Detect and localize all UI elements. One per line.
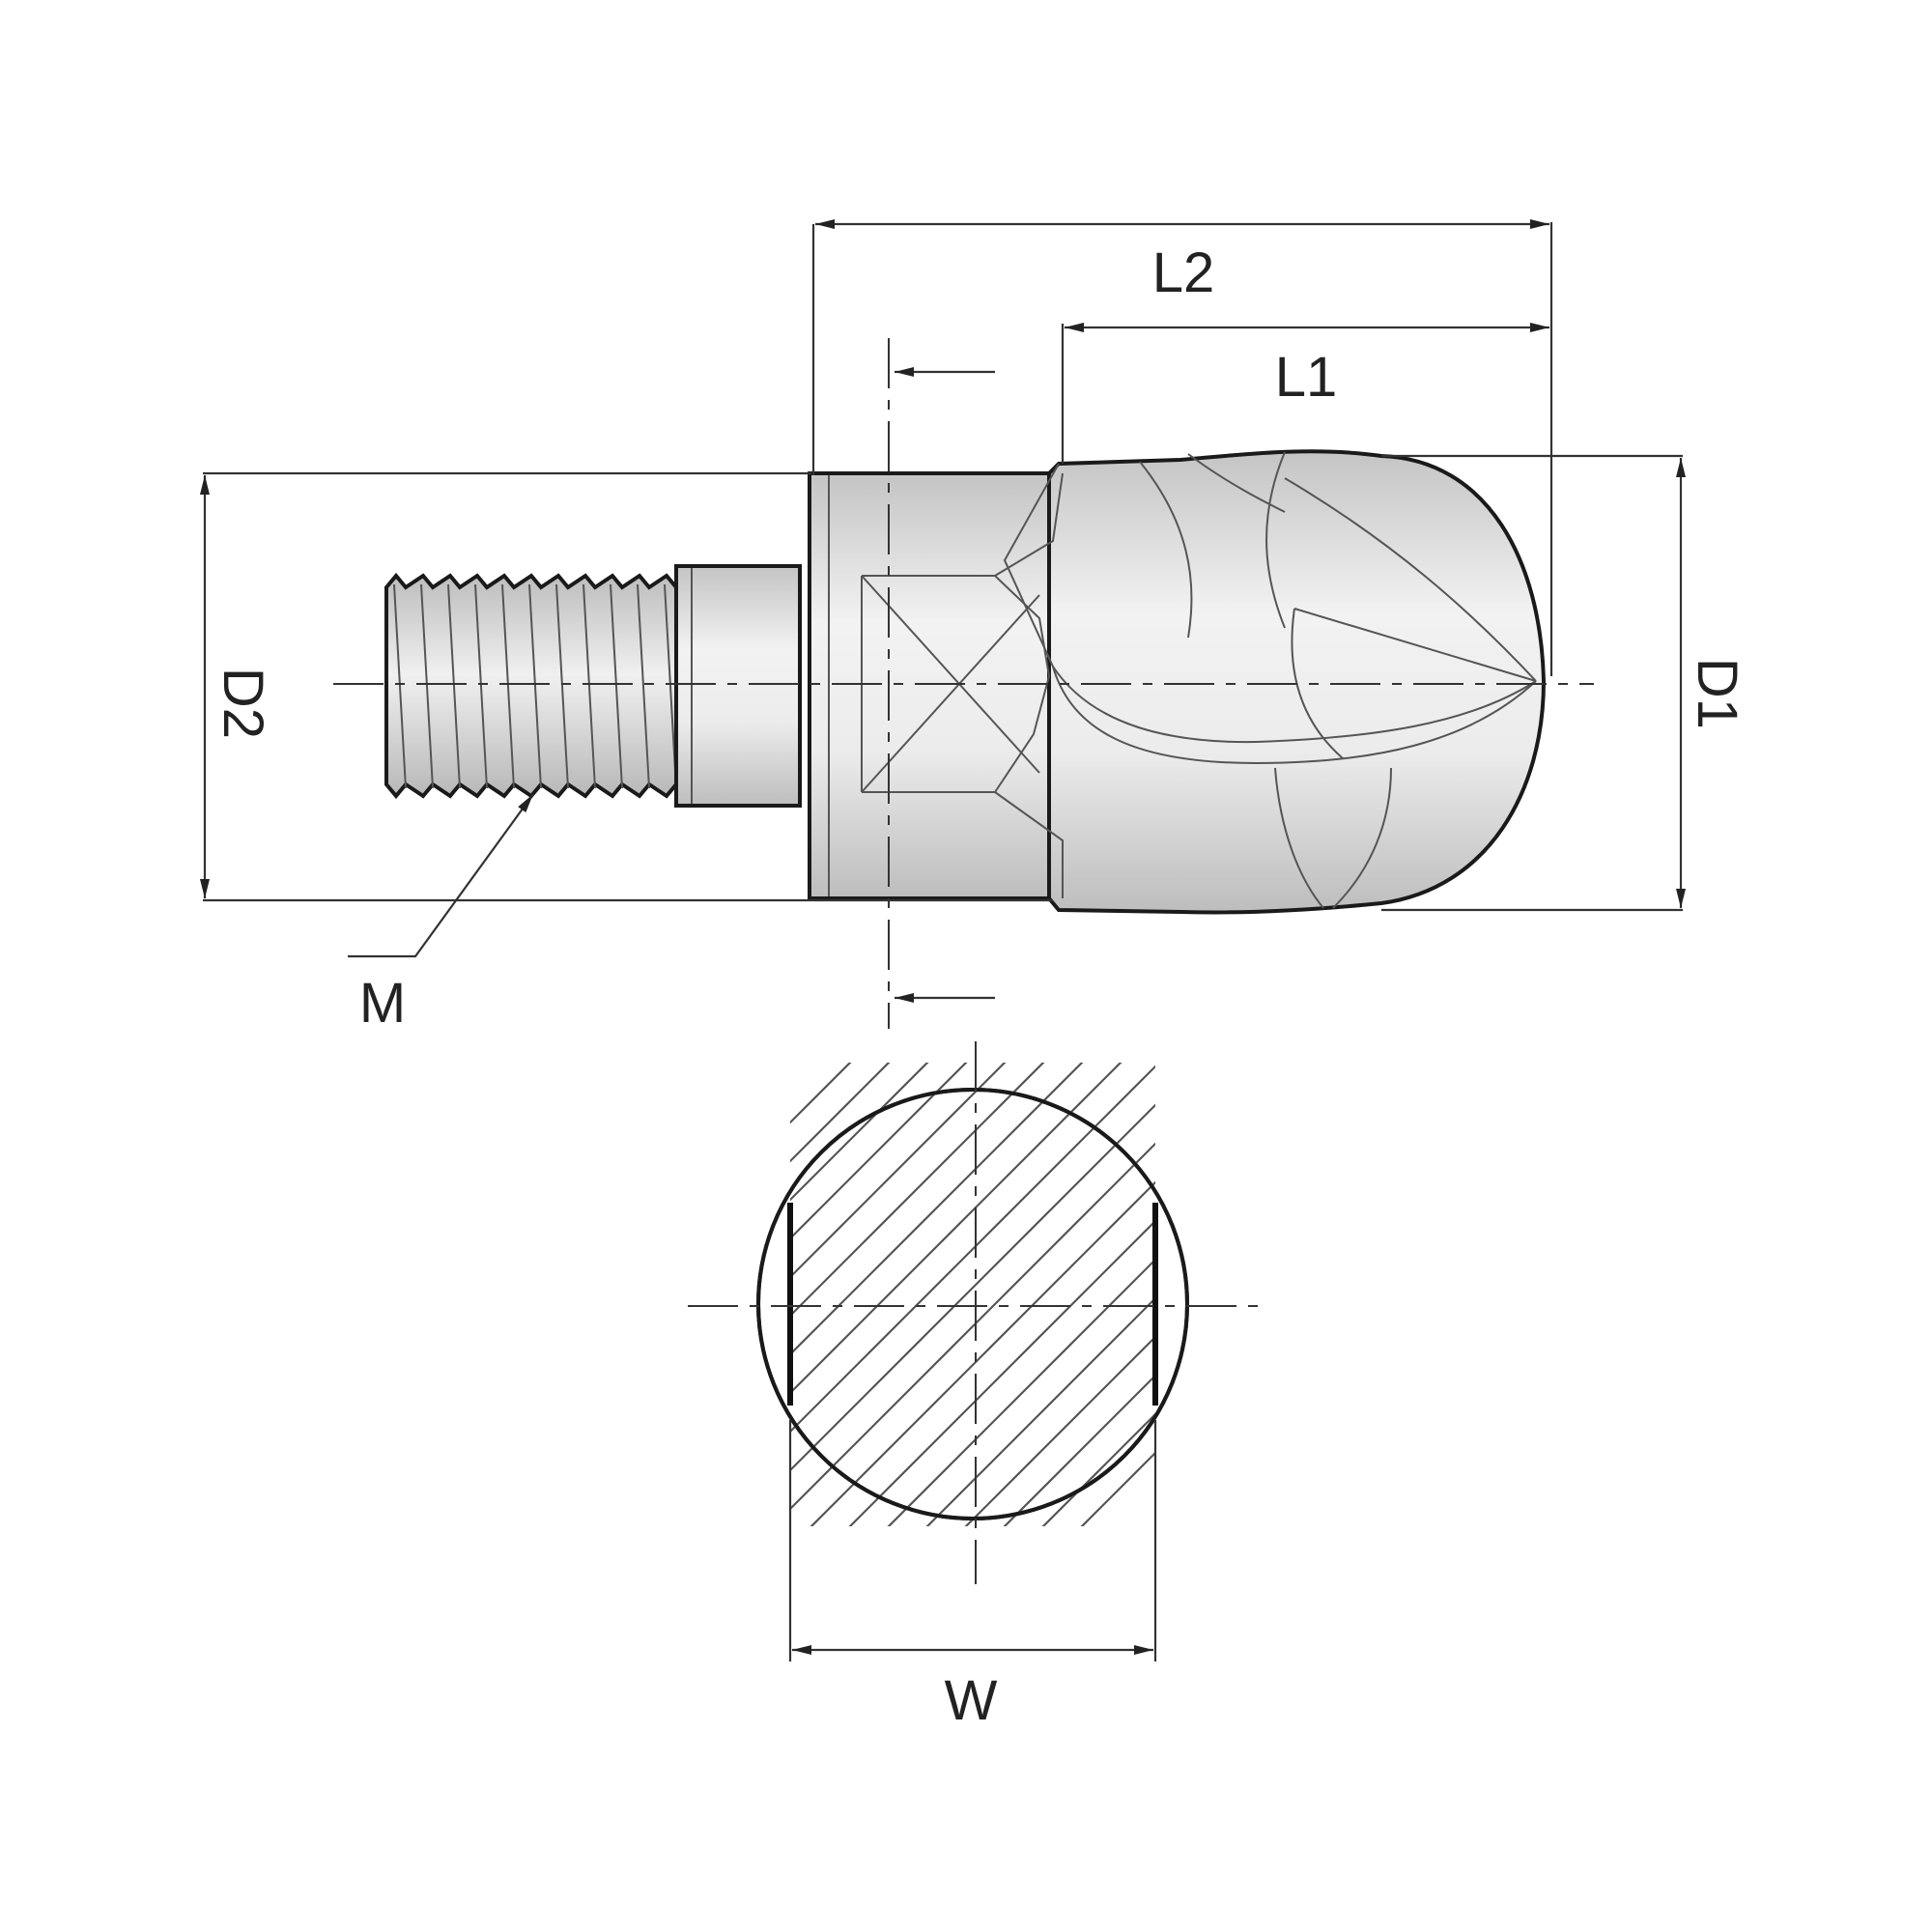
collar: [808, 471, 1053, 900]
section-view: W: [688, 1041, 1265, 1732]
dimensions: L2 L1 D2 D1 M: [200, 219, 1748, 1035]
m-leader-line: [348, 793, 534, 958]
section-arrows: [895, 367, 995, 1003]
m-label: M: [359, 972, 406, 1035]
side-view: [333, 338, 1594, 1029]
d2-label: D2: [212, 668, 274, 739]
l2-label: L2: [1152, 242, 1215, 304]
shank-neck: [674, 564, 802, 808]
d1-label: D1: [1686, 658, 1748, 729]
w-label: W: [945, 1669, 998, 1732]
l1-label: L1: [1275, 346, 1338, 409]
hatch-pattern: [790, 1063, 1155, 1526]
